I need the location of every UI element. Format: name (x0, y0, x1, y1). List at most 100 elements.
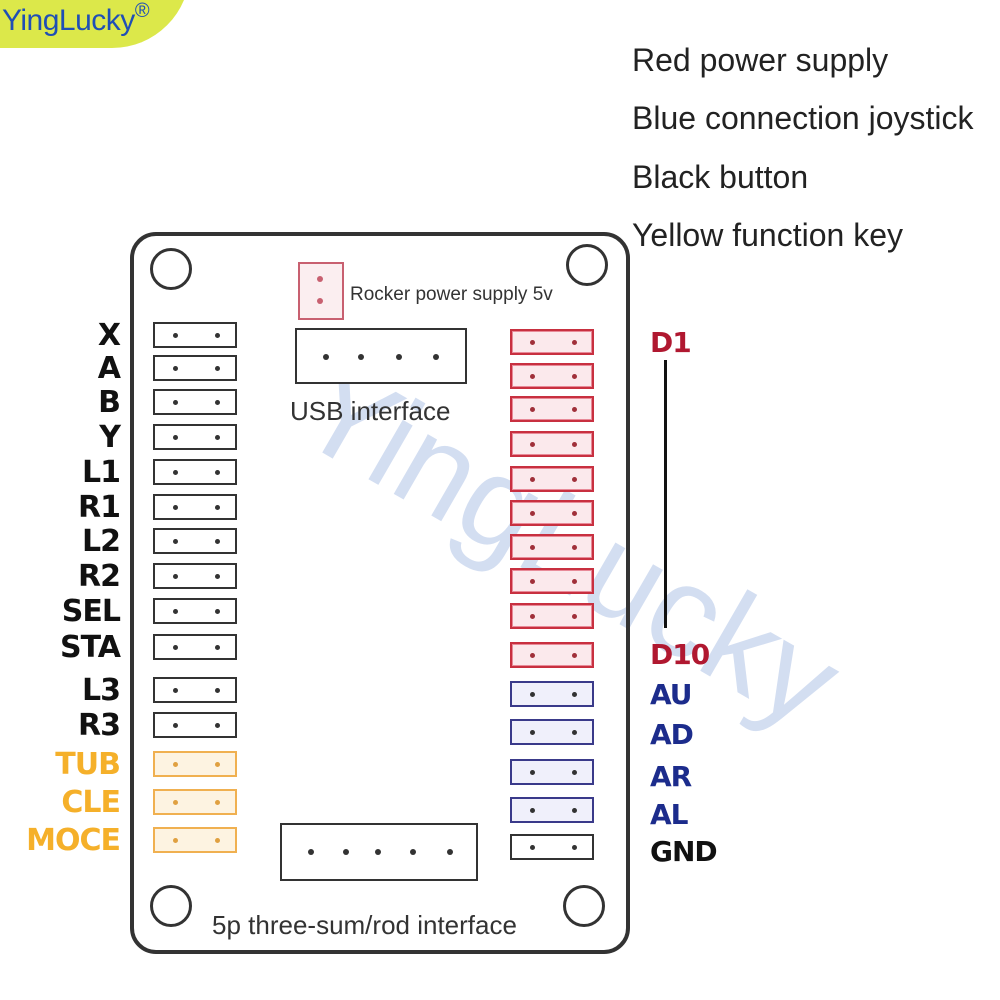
pin (215, 333, 220, 338)
pin (215, 609, 220, 614)
mount-hole-bottom-left (150, 885, 192, 927)
label-r1: R1 (78, 490, 121, 525)
pin (215, 838, 220, 843)
pin (358, 354, 364, 360)
connector-right-12 (510, 719, 594, 745)
pin (530, 579, 535, 584)
pin (173, 762, 178, 767)
connector-r2 (153, 563, 237, 589)
pin (215, 539, 220, 544)
pin (173, 470, 178, 475)
connector-b (153, 389, 237, 415)
mount-hole-bottom-right (563, 885, 605, 927)
label-r3: R3 (78, 708, 121, 743)
connector-right-5 (510, 466, 594, 492)
pin (530, 692, 535, 697)
label-y: Y (99, 420, 121, 455)
label-b: B (98, 385, 121, 420)
connector-right-7 (510, 534, 594, 560)
mount-hole-top-left (150, 248, 192, 290)
connector-right-15 (510, 834, 594, 860)
pin (215, 470, 220, 475)
range-line (664, 360, 667, 628)
connector-x (153, 322, 237, 348)
connector-right-2 (510, 363, 594, 389)
registered-mark: ® (134, 0, 150, 22)
label-sel: SEL (61, 594, 121, 629)
pin (530, 374, 535, 379)
pin (530, 511, 535, 516)
connector-r3 (153, 712, 237, 738)
mount-hole-top-right (566, 244, 608, 286)
pin (572, 545, 577, 550)
pin (215, 400, 220, 405)
connector-right-13 (510, 759, 594, 785)
connector-sel (153, 598, 237, 624)
pin (572, 770, 577, 775)
label-sta: STA (60, 630, 121, 665)
connector-l3 (153, 677, 237, 703)
connector-right-4 (510, 431, 594, 457)
pin (530, 770, 535, 775)
label-moce: MOCE (26, 823, 121, 858)
label-gnd: GND (650, 835, 718, 868)
pin (173, 333, 178, 338)
pin (530, 477, 535, 482)
connector-y (153, 424, 237, 450)
connector-cle (153, 789, 237, 815)
pin (173, 505, 178, 510)
pin (173, 400, 178, 405)
pin (572, 808, 577, 813)
pin (215, 435, 220, 440)
connector-right-9 (510, 603, 594, 629)
connector-right-3 (510, 396, 594, 422)
pin (530, 340, 535, 345)
five-pin-caption: 5p three-sum/rod interface (212, 910, 517, 940)
pin (433, 354, 439, 360)
pin (447, 849, 453, 855)
pin (572, 579, 577, 584)
pin (215, 688, 220, 693)
pcb-board (130, 232, 630, 954)
pin (572, 340, 577, 345)
pin (323, 354, 329, 360)
pin (530, 545, 535, 550)
pin (173, 539, 178, 544)
connector-tub (153, 751, 237, 777)
pin (572, 374, 577, 379)
pin (215, 366, 220, 371)
label-d1: D1 (650, 326, 692, 359)
pin (572, 692, 577, 697)
pin (173, 366, 178, 371)
legend-red: Red power supply (632, 42, 889, 78)
brand-name: YingLucky (2, 4, 135, 37)
pin (173, 688, 178, 693)
label-l2: L2 (82, 524, 121, 559)
connector-a (153, 355, 237, 381)
pin (317, 298, 323, 304)
pin (173, 609, 178, 614)
connector-r1 (153, 494, 237, 520)
connector-l1 (153, 459, 237, 485)
pin (530, 730, 535, 735)
label-l3: L3 (82, 673, 121, 708)
usb-caption: USB interface (290, 396, 451, 426)
label-x: X (97, 318, 121, 353)
pin (572, 614, 577, 619)
rocker-power-connector (298, 262, 344, 320)
label-tub: TUB (55, 747, 121, 782)
legend-yellow: Yellow function key (632, 217, 903, 253)
pin (308, 849, 314, 855)
label-ad: AD (650, 718, 694, 751)
pin (215, 762, 220, 767)
connector-sta (153, 634, 237, 660)
pin (572, 845, 577, 850)
pin (215, 645, 220, 650)
connector-right-1 (510, 329, 594, 355)
pin (572, 477, 577, 482)
pin (572, 511, 577, 516)
pin (530, 653, 535, 658)
connector-right-14 (510, 797, 594, 823)
label-al: AL (650, 798, 689, 831)
label-r2: R2 (78, 559, 121, 594)
